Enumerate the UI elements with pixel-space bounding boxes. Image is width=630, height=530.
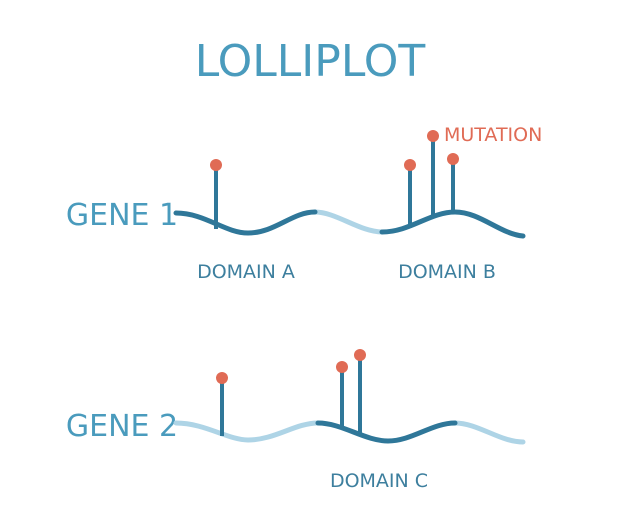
gene-2-label: GENE 2	[66, 409, 178, 444]
gene-1-mutation	[210, 159, 222, 229]
domain-a-label: DOMAIN A	[197, 261, 295, 283]
gene-2-domain-c	[315, 420, 458, 444]
mutation-label: MUTATION	[444, 124, 542, 146]
diagram-title: LOLLIPLOT	[195, 36, 426, 87]
gene-1-mutation	[427, 130, 439, 216]
gene-1-mutation	[447, 153, 459, 212]
gene-2-mutation	[354, 349, 366, 436]
gene-1-track: GENE 1 MUTATION DOMAIN A DOMAIN B	[66, 124, 542, 283]
gene-1-label: GENE 1	[66, 198, 178, 233]
gene-1-backbone	[312, 209, 385, 235]
domain-b-label: DOMAIN B	[398, 261, 496, 283]
gene-1-mutation	[404, 159, 416, 228]
gene-2-mutation	[216, 372, 228, 436]
gene-1-domain-b	[379, 209, 526, 239]
gene-2-backbone	[173, 420, 321, 443]
gene-2-track: GENE 2 DOMAIN C	[66, 349, 526, 492]
gene-1-domain-a	[173, 209, 318, 236]
gene-2-mutation	[336, 361, 348, 428]
gene-2-backbone	[452, 420, 526, 445]
domain-c-label: DOMAIN C	[330, 470, 428, 492]
